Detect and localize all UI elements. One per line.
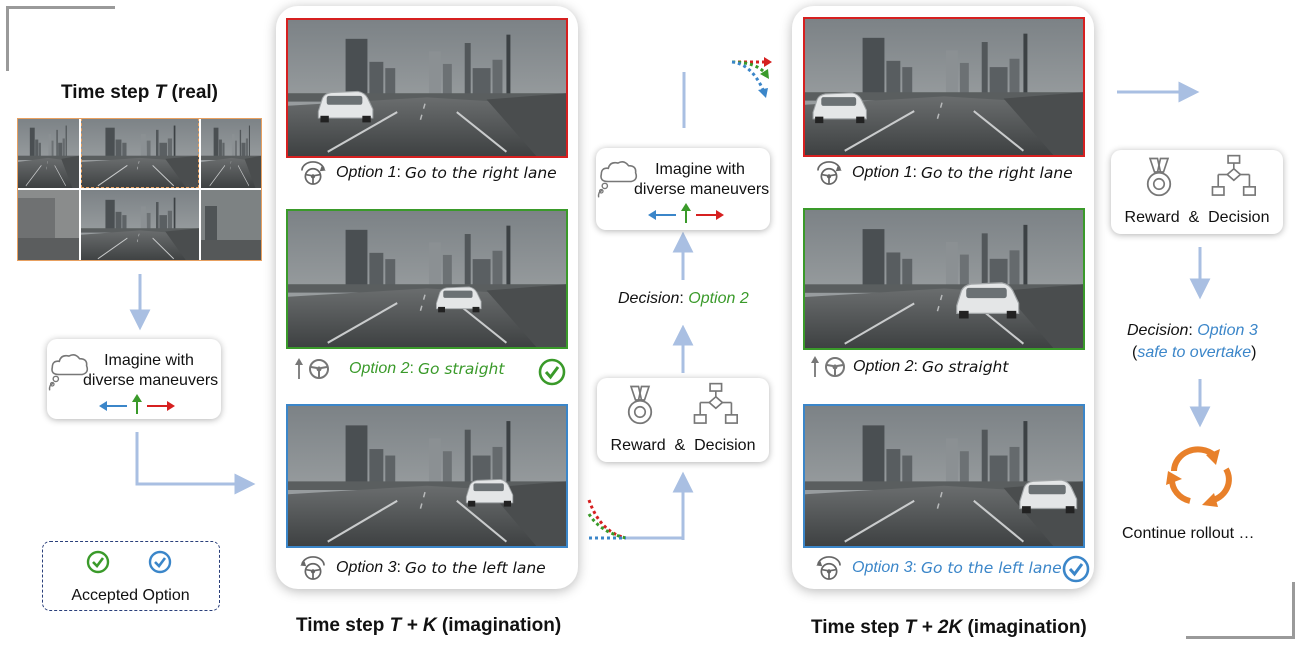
tricolor-curve-top (682, 57, 772, 128)
legend-box: Accepted Option (42, 541, 220, 611)
cycle-arrows-icon (1166, 446, 1232, 507)
frame-option1-t-plus-k (286, 18, 568, 158)
reward-decision-text-middle: Reward & Decision (610, 437, 756, 454)
maneuver-arrows-icon (97, 393, 177, 415)
steering-wheel-icon (296, 555, 330, 581)
arrow-up-to-imagine (672, 232, 694, 280)
reward-decision-text-right: Reward & Decision (1124, 209, 1270, 226)
decision-note-right: (safe to overtake) (1132, 344, 1257, 361)
caption-option2-t-plus-2k: Option 2: Go straight (808, 355, 1008, 379)
frame-option1-t-plus-2k (803, 17, 1085, 157)
frame-option2-t-plus-k (286, 209, 568, 349)
decision-right: Decision: Option 3 (1127, 322, 1258, 339)
steering-wheel-icon (812, 160, 846, 186)
check-green-icon (86, 550, 110, 574)
frame-option3-t-plus-k (286, 404, 568, 548)
accepted-check-blue-icon (1062, 555, 1090, 583)
steering-wheel-icon (309, 359, 329, 379)
arrow-up-to-decision (672, 325, 694, 373)
arrow-up-to-reward (672, 471, 694, 540)
straight-arrow-icon (295, 358, 303, 379)
flowchart-icon (1210, 154, 1256, 200)
frame-option3-t-plus-2k (803, 404, 1085, 548)
caption-option3-t-plus-k: Option 3: Go to the left lane (296, 555, 546, 581)
legend-label: Accepted Option (71, 587, 190, 604)
accepted-check-green-icon (538, 358, 566, 386)
camera-back-right (201, 190, 262, 261)
camera-grid (17, 118, 262, 261)
title-t-plus-2k: Time step T + 2K (imagination) (811, 617, 1087, 638)
caption-option2-t-plus-k: Option 2: Go straight (292, 357, 504, 381)
frame-option2-t-plus-2k (803, 208, 1085, 350)
caption-option1-t-plus-2k: Option 1: Go to the right lane (812, 160, 1073, 186)
corner-bracket-bottom-right (1186, 582, 1295, 639)
medal-icon (625, 384, 655, 428)
arrow-down-right-1 (1189, 247, 1211, 300)
arrow-down-right-2 (1189, 379, 1211, 428)
flowchart-icon (692, 382, 738, 428)
title-real: Time step T (real) (61, 82, 218, 103)
arrow-to-reward-right (1117, 81, 1200, 103)
continue-rollout-label: Continue rollout … (1122, 525, 1255, 542)
arrow-to-panel1 (135, 432, 256, 495)
camera-back-left (17, 190, 79, 261)
camera-grid-border (17, 118, 262, 261)
maneuver-arrows-icon (646, 202, 726, 224)
reward-box-middle: Reward & Decision (597, 378, 769, 462)
decision-middle: Decision: Option 2 (618, 290, 749, 307)
caption-option1-t-plus-k: Option 1: Go to the right lane (296, 160, 557, 186)
steering-wheel-icon (812, 555, 846, 581)
medal-icon (1144, 156, 1174, 200)
reward-box-right: Reward & Decision (1111, 150, 1283, 234)
straight-arrow-icon (811, 356, 819, 377)
steering-wheel-icon (825, 357, 845, 377)
check-blue-icon (148, 550, 172, 574)
caption-option3-t-plus-2k: Option 3: Go to the left lane (812, 555, 1062, 581)
arrow-down-left (129, 274, 151, 331)
corner-bracket-top-left (6, 6, 115, 71)
steering-wheel-icon (296, 160, 330, 186)
title-t-plus-k: Time step T + K (imagination) (296, 615, 562, 636)
